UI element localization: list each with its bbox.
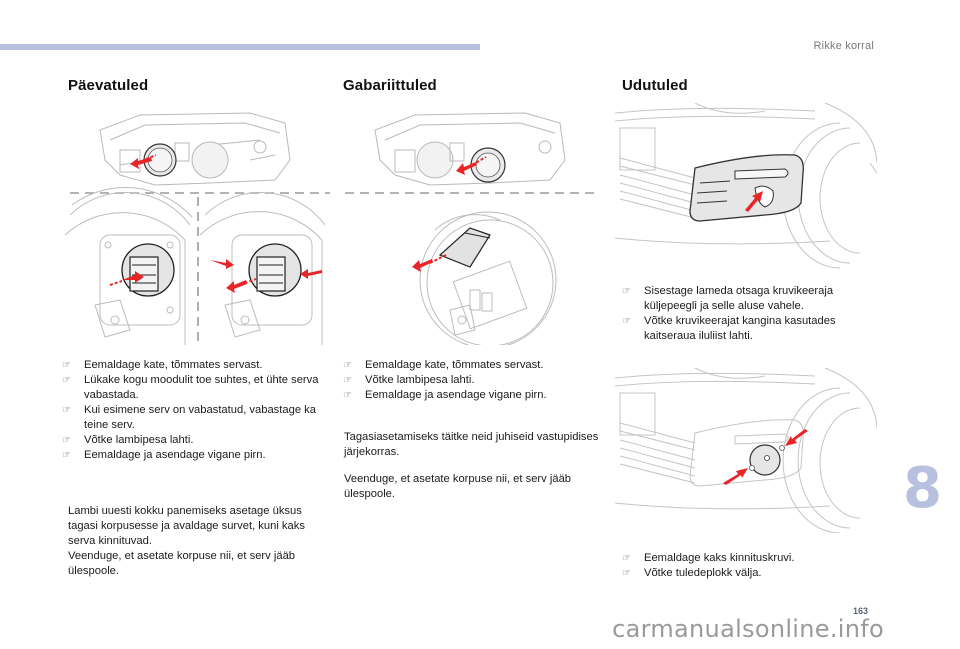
- step-item: ☞Lükake kogu moodulit toe suhtes, et üht…: [62, 374, 319, 401]
- pointing-hand-icon: ☞: [343, 360, 352, 371]
- red-arrow-icon: [130, 154, 157, 169]
- step-item: ☞Võtke lambipesa lahti.: [343, 374, 475, 386]
- chapter-number-tab: 8: [903, 456, 942, 521]
- fog-light-unit-steps: ☞Eemaldage kaks kinnituskruvi. ☞Võtke tu…: [622, 551, 877, 581]
- step-item: ☞Eemaldage kaks kinnituskruvi.: [622, 552, 795, 564]
- pointing-hand-icon: ☞: [622, 553, 631, 564]
- pointing-hand-icon: ☞: [62, 405, 71, 416]
- pointing-hand-icon: ☞: [62, 450, 71, 461]
- pointing-hand-icon: ☞: [62, 435, 71, 446]
- step-item: ☞Eemaldage ja asendage vigane pirn.: [343, 389, 547, 401]
- fog-light-trim-steps: ☞Sisestage lameda otsaga kruvikeeraja kü…: [622, 284, 877, 344]
- step-item: ☞Eemaldage kate, tõmmates servast.: [62, 359, 263, 371]
- reassembly-note: Lambi uuesti kokku panemiseks asetage ük…: [68, 505, 305, 547]
- step-item: ☞Eemaldage kate, tõmmates servast.: [343, 359, 544, 371]
- column-title-fog-lights: Udutuled: [622, 77, 688, 94]
- pointing-hand-icon: ☞: [622, 568, 631, 579]
- step-item: ☞Kui esimene serv on vabastatud, vabasta…: [62, 404, 316, 431]
- orientation-note: Veenduge, et asetate korpuse nii, et ser…: [344, 473, 572, 500]
- column-title-side-lights: Gabariittuled: [343, 77, 437, 94]
- watermark: carmanualsonline.info: [612, 615, 884, 643]
- page-number: 163: [852, 606, 868, 616]
- side-light-steps: ☞Eemaldage kate, tõmmates servast. ☞Võtk…: [343, 358, 603, 403]
- header-accent-bar: [0, 44, 480, 50]
- pointing-hand-icon: ☞: [343, 390, 352, 401]
- step-item: ☞Sisestage lameda otsaga kruvikeeraja kü…: [622, 285, 834, 312]
- step-item: ☞Võtke tuledeplokk välja.: [622, 567, 762, 579]
- pointing-hand-icon: ☞: [62, 360, 71, 371]
- step-item: ☞Eemaldage ja asendage vigane pirn.: [62, 449, 266, 461]
- side-light-illustration: [340, 105, 600, 345]
- pointing-hand-icon: ☞: [622, 286, 631, 297]
- pointing-hand-icon: ☞: [622, 316, 631, 327]
- section-label: Rikke korral: [813, 40, 874, 52]
- pointing-hand-icon: ☞: [62, 375, 71, 386]
- fog-light-trim-illustration: [615, 103, 877, 273]
- daytime-light-steps: ☞Eemaldage kate, tõmmates servast. ☞Lüka…: [62, 358, 332, 463]
- orientation-note: Veenduge, et asetate korpuse nii, et ser…: [68, 550, 296, 577]
- column-title-daytime-lights: Päevatuled: [68, 77, 149, 94]
- fog-light-unit-illustration: [615, 368, 877, 533]
- step-item: ☞Võtke lambipesa lahti.: [62, 434, 194, 446]
- step-item: ☞Võtke kruvikeerajat kangina kasutades k…: [622, 315, 836, 342]
- daytime-light-illustration: [60, 105, 330, 345]
- reverse-order-note: Tagasiasetamiseks täitke neid juhiseid v…: [344, 431, 599, 458]
- pointing-hand-icon: ☞: [343, 375, 352, 386]
